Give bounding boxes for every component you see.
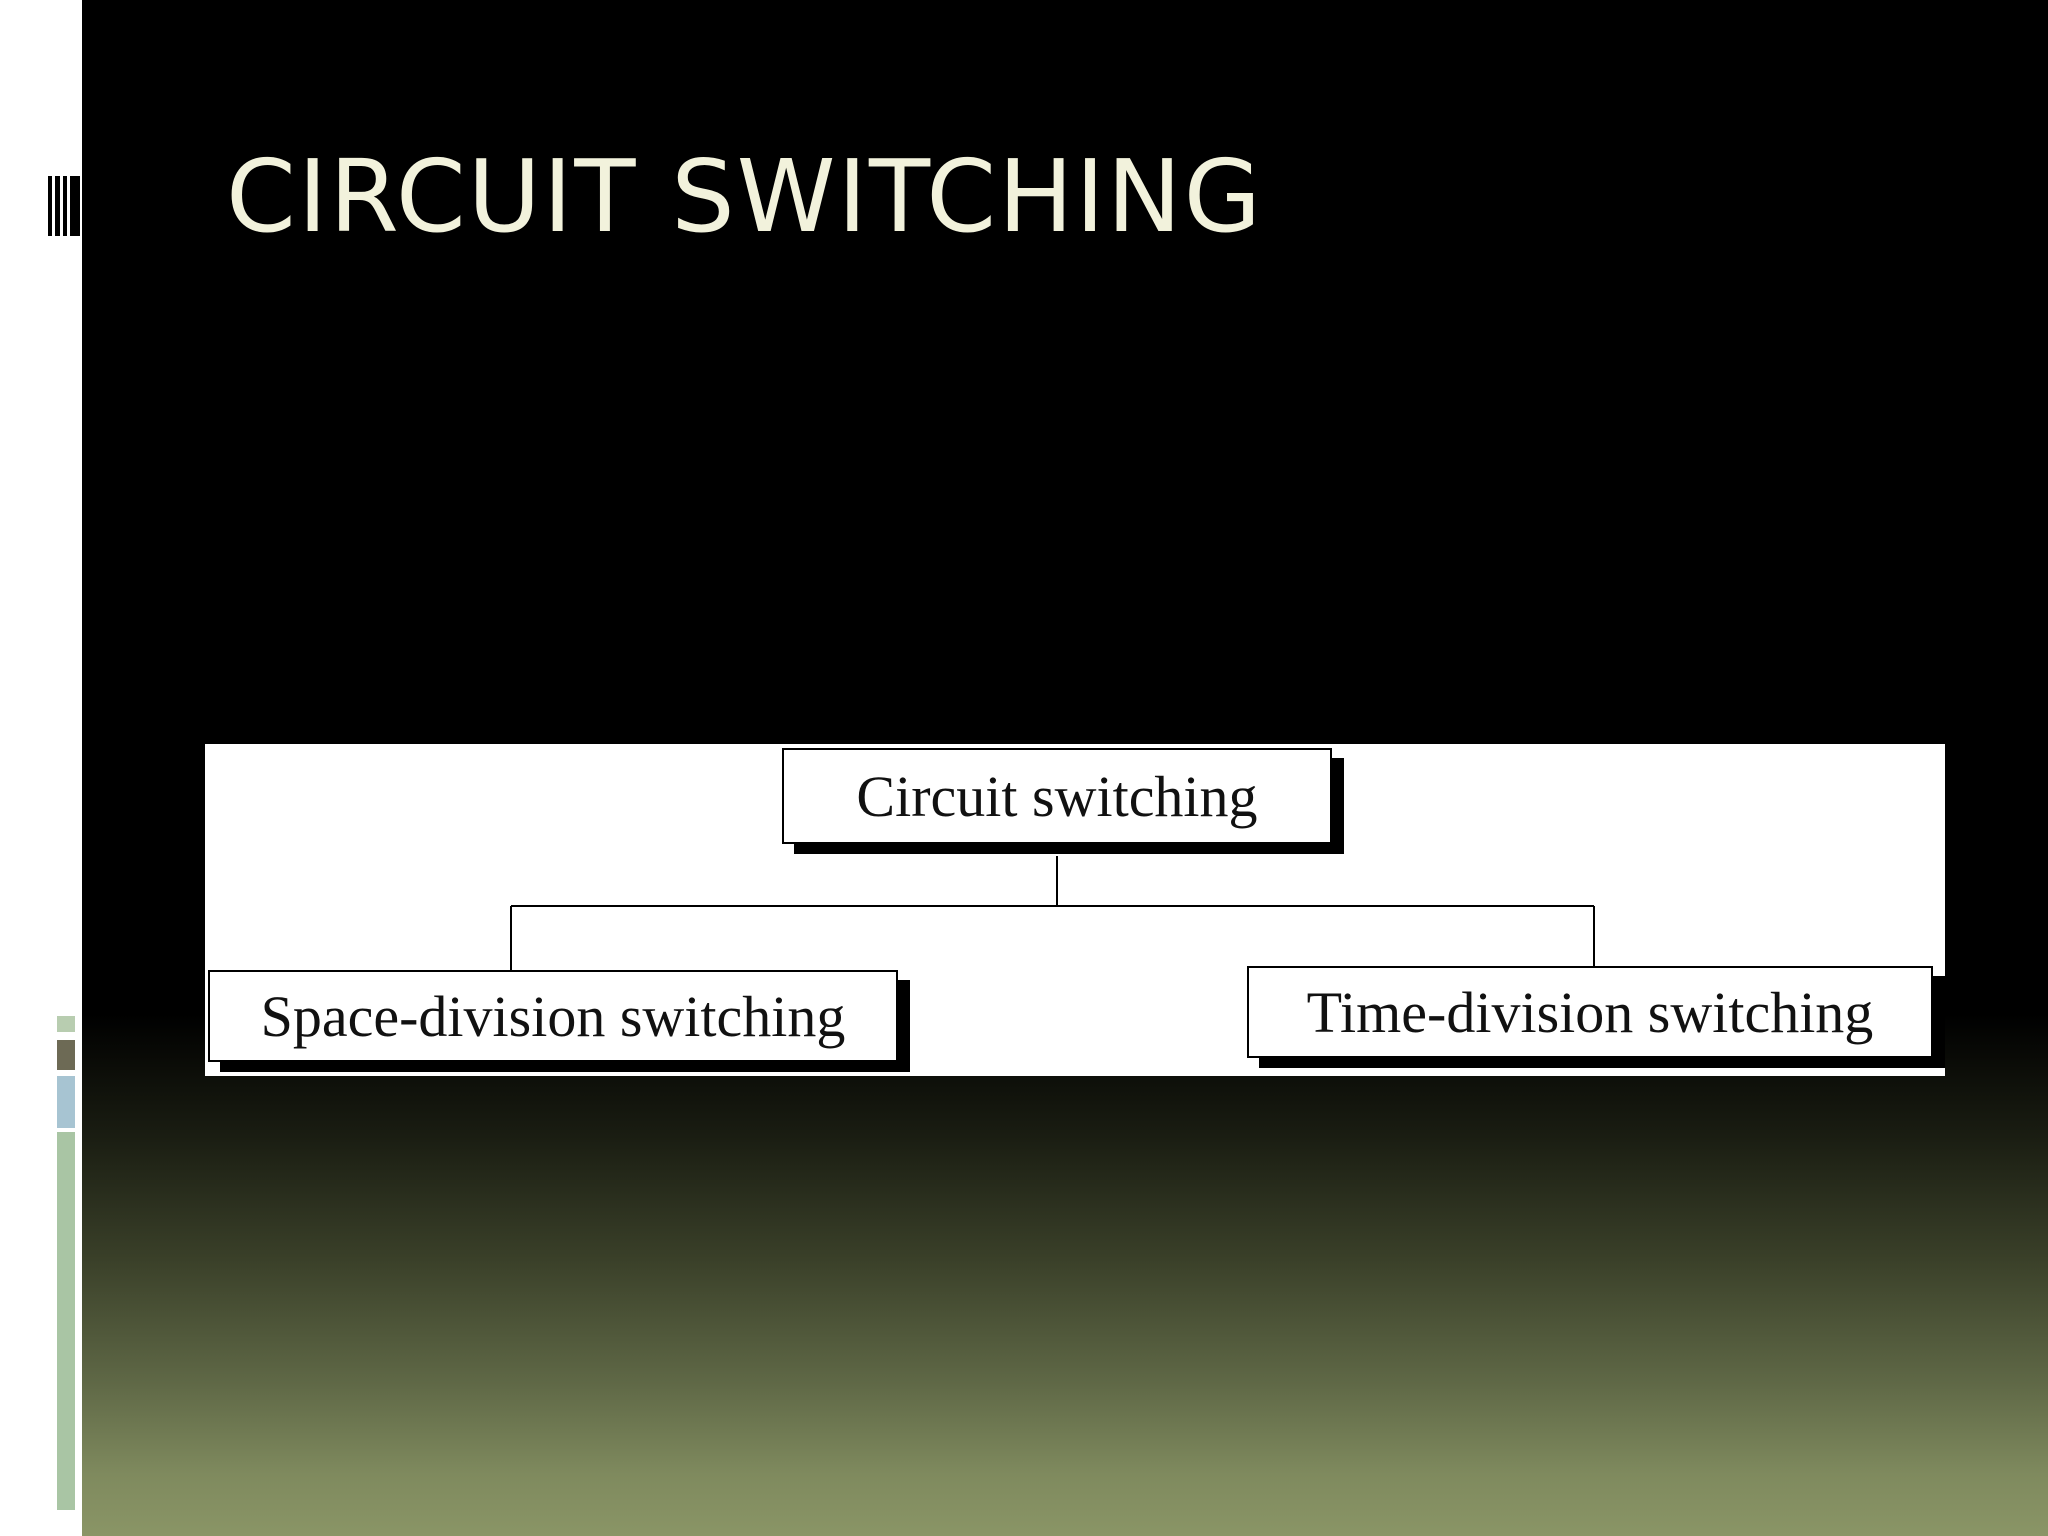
child-node-label: Space-division switching (260, 983, 846, 1049)
decorative-stripes (48, 176, 80, 236)
child-node-label: Time-division switching (1306, 979, 1874, 1045)
decorative-bar (57, 1016, 75, 1032)
decorative-bar (57, 1132, 75, 1510)
child-node-time-division: Time-division switching (1247, 966, 1933, 1058)
connector-lines (510, 856, 1595, 970)
child-node-space-division: Space-division switching (208, 970, 898, 1062)
root-node-label: Circuit switching (856, 763, 1258, 829)
decorative-bar (57, 1076, 75, 1128)
hierarchy-diagram: Circuit switching Space-division switchi… (205, 744, 1945, 1076)
decorative-bar (57, 1040, 75, 1070)
slide-title: CIRCUIT SWITCHING (226, 138, 1264, 255)
root-node: Circuit switching (782, 748, 1332, 844)
